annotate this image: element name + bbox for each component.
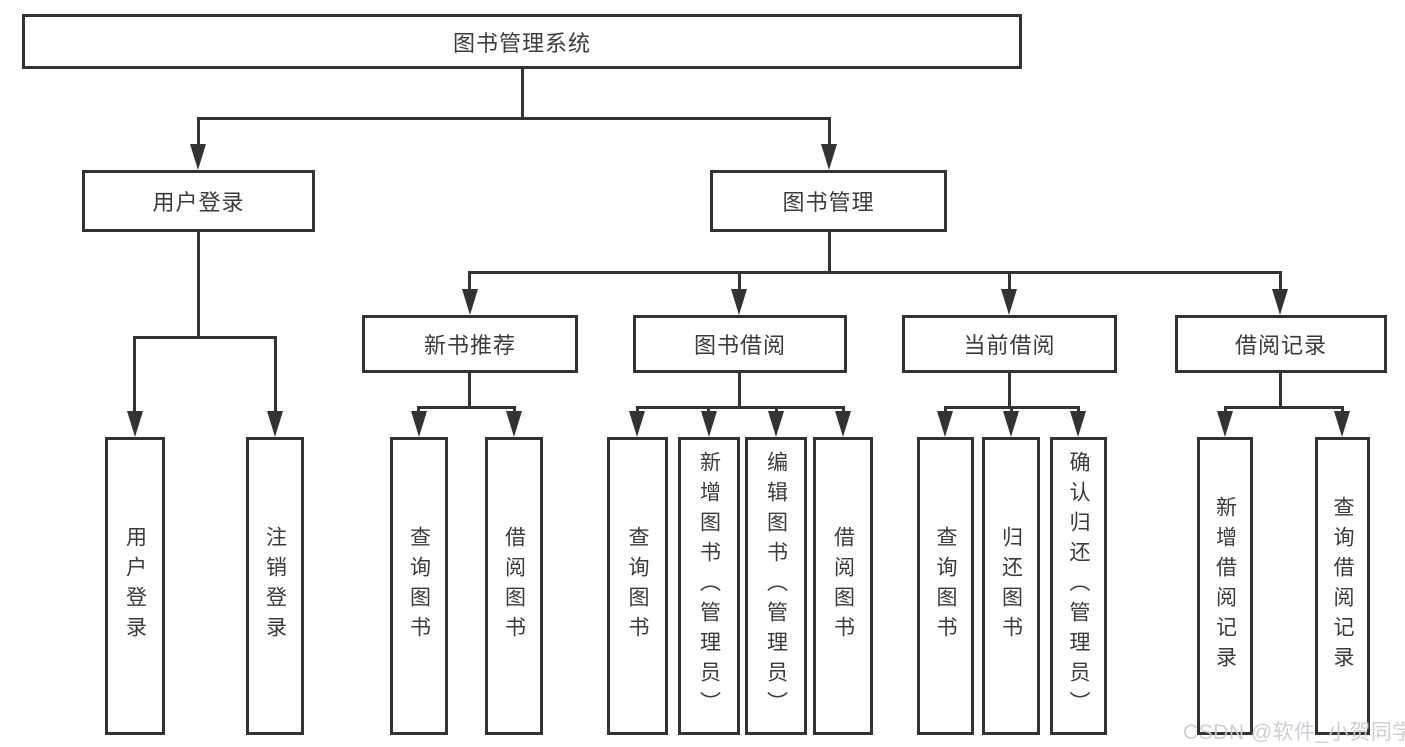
- node-label: 图书管理系统: [452, 30, 591, 56]
- connector-line: [468, 271, 1282, 274]
- connector-arrowhead-icon: [821, 144, 837, 170]
- connector-line: [133, 336, 277, 339]
- node-query-books-borrowing: 查询图书: [607, 437, 668, 735]
- connector-arrowhead-icon: [462, 289, 478, 315]
- node-add-borrow-record: 新增借阅记录: [1197, 437, 1253, 735]
- connector-line: [636, 406, 639, 414]
- connector-line: [944, 406, 947, 414]
- connector-line: [417, 406, 516, 409]
- connector-line: [521, 69, 524, 120]
- node-label: 借阅图书: [502, 526, 526, 646]
- node-label: 归还图书: [999, 526, 1023, 646]
- connector-arrowhead-icon: [1272, 289, 1288, 315]
- node-book-management-group: 图书管理: [710, 170, 947, 232]
- connector-arrowhead-icon: [1334, 411, 1350, 437]
- node-query-borrow-record: 查询借阅记录: [1315, 437, 1370, 735]
- connector-line: [197, 232, 200, 338]
- node-label: 注销登录: [263, 526, 287, 646]
- connector-line: [738, 271, 741, 293]
- connector-line: [738, 373, 741, 408]
- connector-arrowhead-icon: [1001, 289, 1017, 315]
- connector-line: [468, 271, 471, 293]
- node-library-management-system: 图书管理系统: [22, 14, 1022, 69]
- node-new-book-recommendation: 新书推荐: [362, 315, 578, 373]
- node-label: 查询图书: [934, 526, 957, 646]
- connector-arrowhead-icon: [1217, 411, 1233, 437]
- connector-arrowhead-icon: [1070, 411, 1086, 437]
- connector-arrowhead-icon: [1003, 411, 1019, 437]
- connector-line: [707, 406, 710, 414]
- connector-arrowhead-icon: [835, 411, 851, 437]
- connector-line: [1341, 406, 1344, 414]
- connector-line: [1224, 406, 1227, 414]
- connector-line: [468, 373, 471, 408]
- connector-line: [1224, 406, 1343, 409]
- node-label: 图书管理: [782, 190, 875, 215]
- node-borrowing-records: 借阅记录: [1175, 315, 1387, 373]
- connector-arrowhead-icon: [267, 411, 283, 437]
- connector-line: [1279, 271, 1282, 293]
- node-confirm-return-admin: 确认归还（管理员）: [1050, 437, 1107, 735]
- connector-line: [133, 336, 136, 414]
- node-label: 新增图书（管理员）: [697, 451, 721, 721]
- connector-line: [417, 406, 420, 414]
- node-label: 确认归还（管理员）: [1067, 451, 1090, 721]
- node-borrow-books-recommend: 借阅图书: [485, 437, 543, 735]
- node-logout: 注销登录: [246, 437, 304, 735]
- connector-arrowhead-icon: [629, 411, 645, 437]
- connector-line: [513, 406, 516, 414]
- connector-arrowhead-icon: [506, 411, 522, 437]
- node-label: 借阅记录: [1234, 333, 1327, 358]
- connector-line: [1008, 271, 1011, 293]
- node-borrow-books-borrowing: 借阅图书: [813, 437, 873, 735]
- connector-arrowhead-icon: [701, 411, 717, 437]
- node-label: 新增借阅记录: [1213, 496, 1237, 676]
- node-user-login-group: 用户登录: [82, 170, 315, 232]
- connector-arrowhead-icon: [127, 411, 143, 437]
- node-label: 编辑图书（管理员）: [764, 451, 788, 721]
- connector-arrowhead-icon: [768, 411, 784, 437]
- connector-line: [274, 336, 277, 414]
- node-current-borrowing: 当前借阅: [902, 315, 1117, 373]
- connector-arrowhead-icon: [190, 144, 206, 170]
- connector-arrowhead-icon: [731, 289, 747, 315]
- node-query-books-recommend: 查询图书: [390, 437, 448, 735]
- node-user-login: 用户登录: [105, 437, 165, 735]
- node-label: 当前借阅: [963, 333, 1056, 358]
- node-add-books-admin: 新增图书（管理员）: [678, 437, 740, 735]
- node-label: 新书推荐: [423, 333, 516, 358]
- connector-line: [828, 232, 831, 274]
- connector-arrowhead-icon: [411, 411, 427, 437]
- node-label: 用户登录: [152, 190, 245, 215]
- connector-line: [636, 406, 844, 409]
- node-label: 查询图书: [407, 526, 431, 646]
- node-edit-books-admin: 编辑图书（管理员）: [745, 437, 807, 735]
- node-book-borrowing: 图书借阅: [633, 315, 847, 373]
- connector-line: [828, 117, 831, 147]
- connector-line: [1279, 373, 1282, 408]
- connector-line: [1077, 406, 1080, 414]
- csdn-watermark: CSDN @软件_小贺同学: [1183, 721, 1405, 744]
- node-label: 借阅图书: [831, 526, 855, 646]
- node-query-books-current: 查询图书: [917, 437, 974, 735]
- connector-line: [842, 406, 845, 414]
- connector-line: [197, 117, 831, 120]
- node-return-books: 归还图书: [982, 437, 1040, 735]
- connector-line: [1010, 406, 1013, 414]
- node-label: 用户登录: [123, 526, 147, 646]
- node-label: 查询借阅记录: [1331, 496, 1354, 676]
- connector-arrowhead-icon: [937, 411, 953, 437]
- connector-line: [775, 406, 778, 414]
- connector-line: [197, 117, 200, 147]
- connector-line: [1008, 373, 1011, 408]
- node-label: 图书借阅: [693, 333, 786, 358]
- node-label: 查询图书: [626, 526, 649, 646]
